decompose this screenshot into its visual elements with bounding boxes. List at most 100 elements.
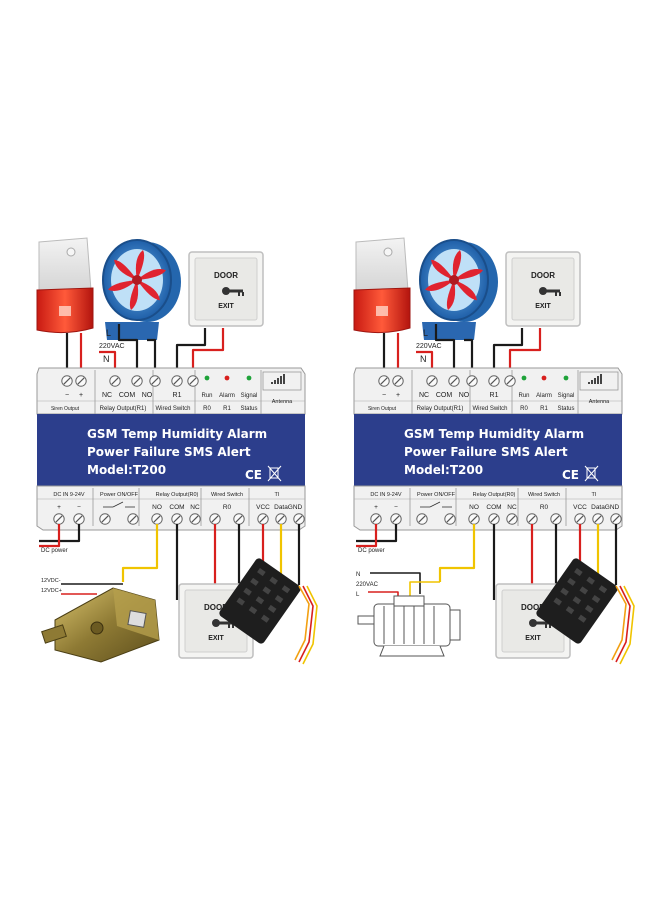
terminal-group-label: Status xyxy=(557,406,574,412)
module-title-line: GSM Temp Humidity Alarm xyxy=(87,427,267,441)
screw-terminal xyxy=(73,513,85,525)
signal-bars-icon xyxy=(588,374,602,384)
dc-power-label: DC power xyxy=(358,548,385,554)
terminal-group-label: Wired Switch xyxy=(155,406,190,412)
terminal-label: − xyxy=(77,504,81,511)
weee-bin-icon xyxy=(584,465,599,482)
exit-label: EXIT xyxy=(218,303,234,310)
voltage-label: 220VAC xyxy=(416,343,442,350)
terminal-label: + xyxy=(374,504,378,511)
terminal-group-label: Power ON/OFF xyxy=(100,492,139,498)
terminal-group-label: Relay Output(R1) xyxy=(100,406,147,412)
screw-terminal xyxy=(75,375,87,387)
screw-terminal xyxy=(53,513,65,525)
terminal-group-label: R1 xyxy=(223,406,231,412)
terminal-group-label: TI xyxy=(275,492,280,498)
signal-bars-icon xyxy=(271,374,285,384)
terminal-group-label: Siren Output xyxy=(368,406,397,412)
terminal-label: − xyxy=(382,392,386,399)
terminal-label: NO xyxy=(142,392,153,399)
module-title-line: Model:T200 xyxy=(404,463,483,477)
door-label: DOOR xyxy=(531,271,555,280)
screw-terminal xyxy=(109,375,121,387)
terminal-label: Signal xyxy=(241,393,258,399)
module-title-line: GSM Temp Humidity Alarm xyxy=(404,427,584,441)
screw-terminal xyxy=(592,513,604,525)
screw-terminal xyxy=(610,513,622,525)
lock-plus-label: 12VDC+ xyxy=(41,588,62,594)
terminal-label: GND xyxy=(288,504,303,511)
terminal-label: Alarm xyxy=(536,393,552,399)
status-led xyxy=(224,375,230,381)
neutral-label: N xyxy=(103,354,110,364)
door-label: DOOR xyxy=(521,603,545,612)
live-label: L xyxy=(423,328,428,338)
terminal-label: NC xyxy=(190,504,200,511)
screw-terminal xyxy=(504,375,516,387)
screw-terminal xyxy=(171,513,183,525)
door-label: DOOR xyxy=(204,603,228,612)
terminal-label: R0 xyxy=(540,504,549,511)
terminal-label: Run xyxy=(201,393,212,399)
siren-icon xyxy=(353,237,411,334)
screw-terminal xyxy=(390,513,402,525)
terminal-label: R0 xyxy=(223,504,232,511)
terminal-label: Run xyxy=(518,393,529,399)
terminal-label: Data xyxy=(274,504,288,511)
terminal-label: − xyxy=(394,504,398,511)
terminal-label: + xyxy=(396,392,400,399)
module-title-line: Power Failure SMS Alert xyxy=(404,445,568,459)
switch-symbol-icon xyxy=(420,501,452,508)
screw-terminal xyxy=(171,375,183,387)
screw-terminal xyxy=(488,375,500,387)
screw-terminal xyxy=(293,513,305,525)
status-led xyxy=(204,375,210,381)
terminal-label: NO xyxy=(459,392,470,399)
screw-terminal xyxy=(468,513,480,525)
terminal-label: VCC xyxy=(256,504,270,511)
wire xyxy=(356,524,398,543)
wire xyxy=(615,585,631,663)
terminal-group-label: R0 xyxy=(520,406,528,412)
live-label: L xyxy=(356,592,360,598)
terminal-group-label: TI xyxy=(592,492,597,498)
wire xyxy=(492,328,524,378)
screw-terminal xyxy=(378,375,390,387)
live-label: L xyxy=(106,328,111,338)
terminal-group-label: Siren Output xyxy=(51,406,80,412)
fan-icon xyxy=(102,239,181,340)
screw-terminal xyxy=(61,375,73,387)
wire xyxy=(175,328,207,378)
voltage-label: 220VAC xyxy=(356,582,379,588)
terminal-group-label: Wired Switch xyxy=(211,492,243,498)
screw-terminal xyxy=(127,513,139,525)
terminal-label: COM xyxy=(169,504,184,511)
ce-mark-icon: CE xyxy=(562,468,579,482)
fan-icon xyxy=(419,239,498,340)
neutral-label: N xyxy=(420,354,427,364)
status-led xyxy=(246,375,252,381)
lock-minus-label: 12VDC- xyxy=(41,578,61,584)
terminal-label: + xyxy=(79,392,83,399)
status-led xyxy=(563,375,569,381)
screw-terminal xyxy=(416,513,428,525)
terminal-label: − xyxy=(65,392,69,399)
screw-terminal xyxy=(275,513,287,525)
wire xyxy=(39,524,61,548)
ce-mark-icon: CE xyxy=(245,468,262,482)
screw-terminal xyxy=(99,513,111,525)
terminal-label: NC xyxy=(419,392,429,399)
wire xyxy=(121,524,159,582)
terminal-group-label: Power ON/OFF xyxy=(417,492,456,498)
wire xyxy=(464,338,474,378)
screw-terminal xyxy=(488,513,500,525)
wire xyxy=(302,585,318,665)
terminal-group-label: R0 xyxy=(203,406,211,412)
screw-terminal xyxy=(448,375,460,387)
wire xyxy=(191,328,225,378)
